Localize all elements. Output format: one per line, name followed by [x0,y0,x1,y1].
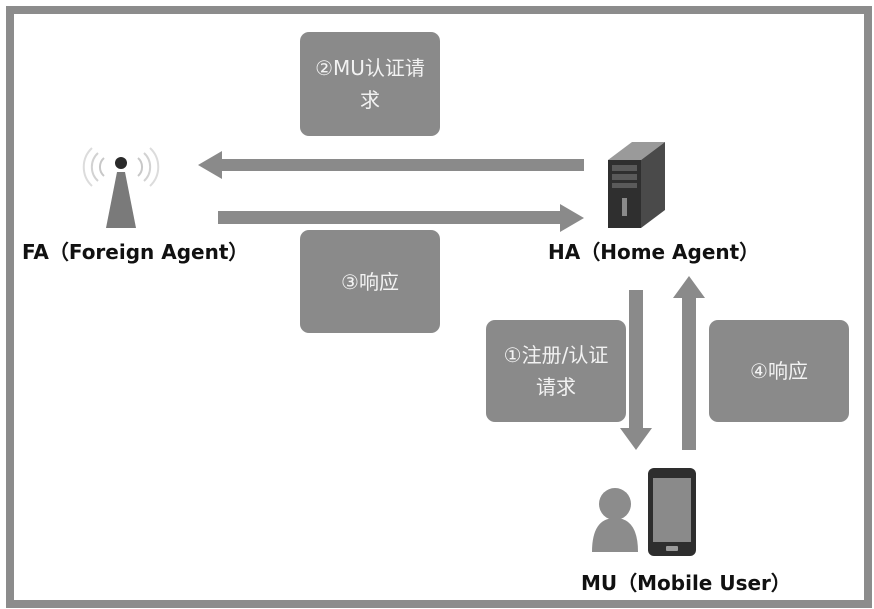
message-box-step1: ①注册/认证 请求 [486,320,626,422]
server-tower-icon [608,142,665,228]
arrow-fa-to-ha [218,204,584,232]
arrow-ha-to-fa [198,151,584,179]
fa-label: FA（Foreign Agent） [22,236,248,265]
antenna-tower-icon [84,148,159,228]
message-box-step2: ②MU认证请 求 [300,32,440,136]
arrow-mu-to-ha [673,276,705,450]
message-text-step3: ③响应 [341,266,399,298]
message-box-step4: ④响应 [709,320,849,422]
message-text-step2: ②MU认证请 求 [315,52,425,116]
message-text-step4: ④响应 [750,355,808,387]
message-box-step3: ③响应 [300,230,440,333]
ha-label: HA（Home Agent） [548,236,759,265]
message-text-step1: ①注册/认证 请求 [504,339,609,403]
mu-label: MU（Mobile User） [581,567,791,596]
mobile-user-icon [592,468,696,556]
